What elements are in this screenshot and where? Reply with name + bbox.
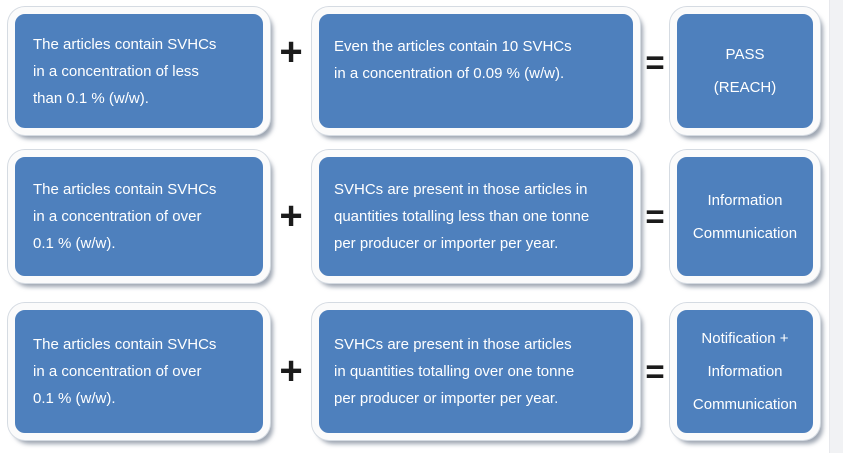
condition-text: The articles contain SVHCs in a concentr… — [33, 35, 217, 107]
condition-text: The articles contain SVHCs in a concentr… — [33, 181, 217, 252]
condition-box: Even the articles contain 10 SVHCs in a … — [312, 7, 640, 135]
result-box: Notification + Information Communication — [670, 303, 820, 440]
condition-box: The articles contain SVHCs in a concentr… — [8, 7, 270, 135]
result-box: Information Communication — [670, 150, 820, 283]
condition-box: The articles contain SVHCs in a concentr… — [8, 150, 270, 283]
result-text: PASS (REACH) — [713, 46, 777, 96]
rule-row-pass: The articles contain SVHCs in a concentr… — [8, 7, 843, 135]
rule-row-notification: The articles contain SVHCs in a concentr… — [8, 303, 843, 440]
equals-operator: = — [645, 352, 665, 390]
result-text: Information Communication — [692, 191, 798, 242]
condition-text: The articles contain SVHCs in a concentr… — [33, 336, 217, 407]
condition-text: SVHCs are present in those articles in q… — [334, 181, 590, 252]
plus-operator: + — [279, 194, 303, 238]
page-edge-strip — [829, 0, 843, 453]
condition-box: SVHCs are present in those articles in q… — [312, 150, 640, 283]
condition-box: SVHCs are present in those articles in q… — [312, 303, 640, 440]
result-box: PASS (REACH) — [670, 7, 820, 135]
condition-text: Even the articles contain 10 SVHCs in a … — [334, 38, 572, 82]
plus-operator: + — [279, 30, 303, 74]
rule-row-information: The articles contain SVHCs in a concentr… — [8, 150, 843, 283]
equals-operator: = — [645, 44, 665, 81]
equals-operator: = — [645, 197, 665, 235]
result-text: Notification + Information Communication — [692, 330, 798, 413]
condition-text: SVHCs are present in those articles in q… — [334, 336, 575, 407]
condition-box: The articles contain SVHCs in a concentr… — [8, 303, 270, 440]
plus-operator: + — [279, 349, 303, 393]
